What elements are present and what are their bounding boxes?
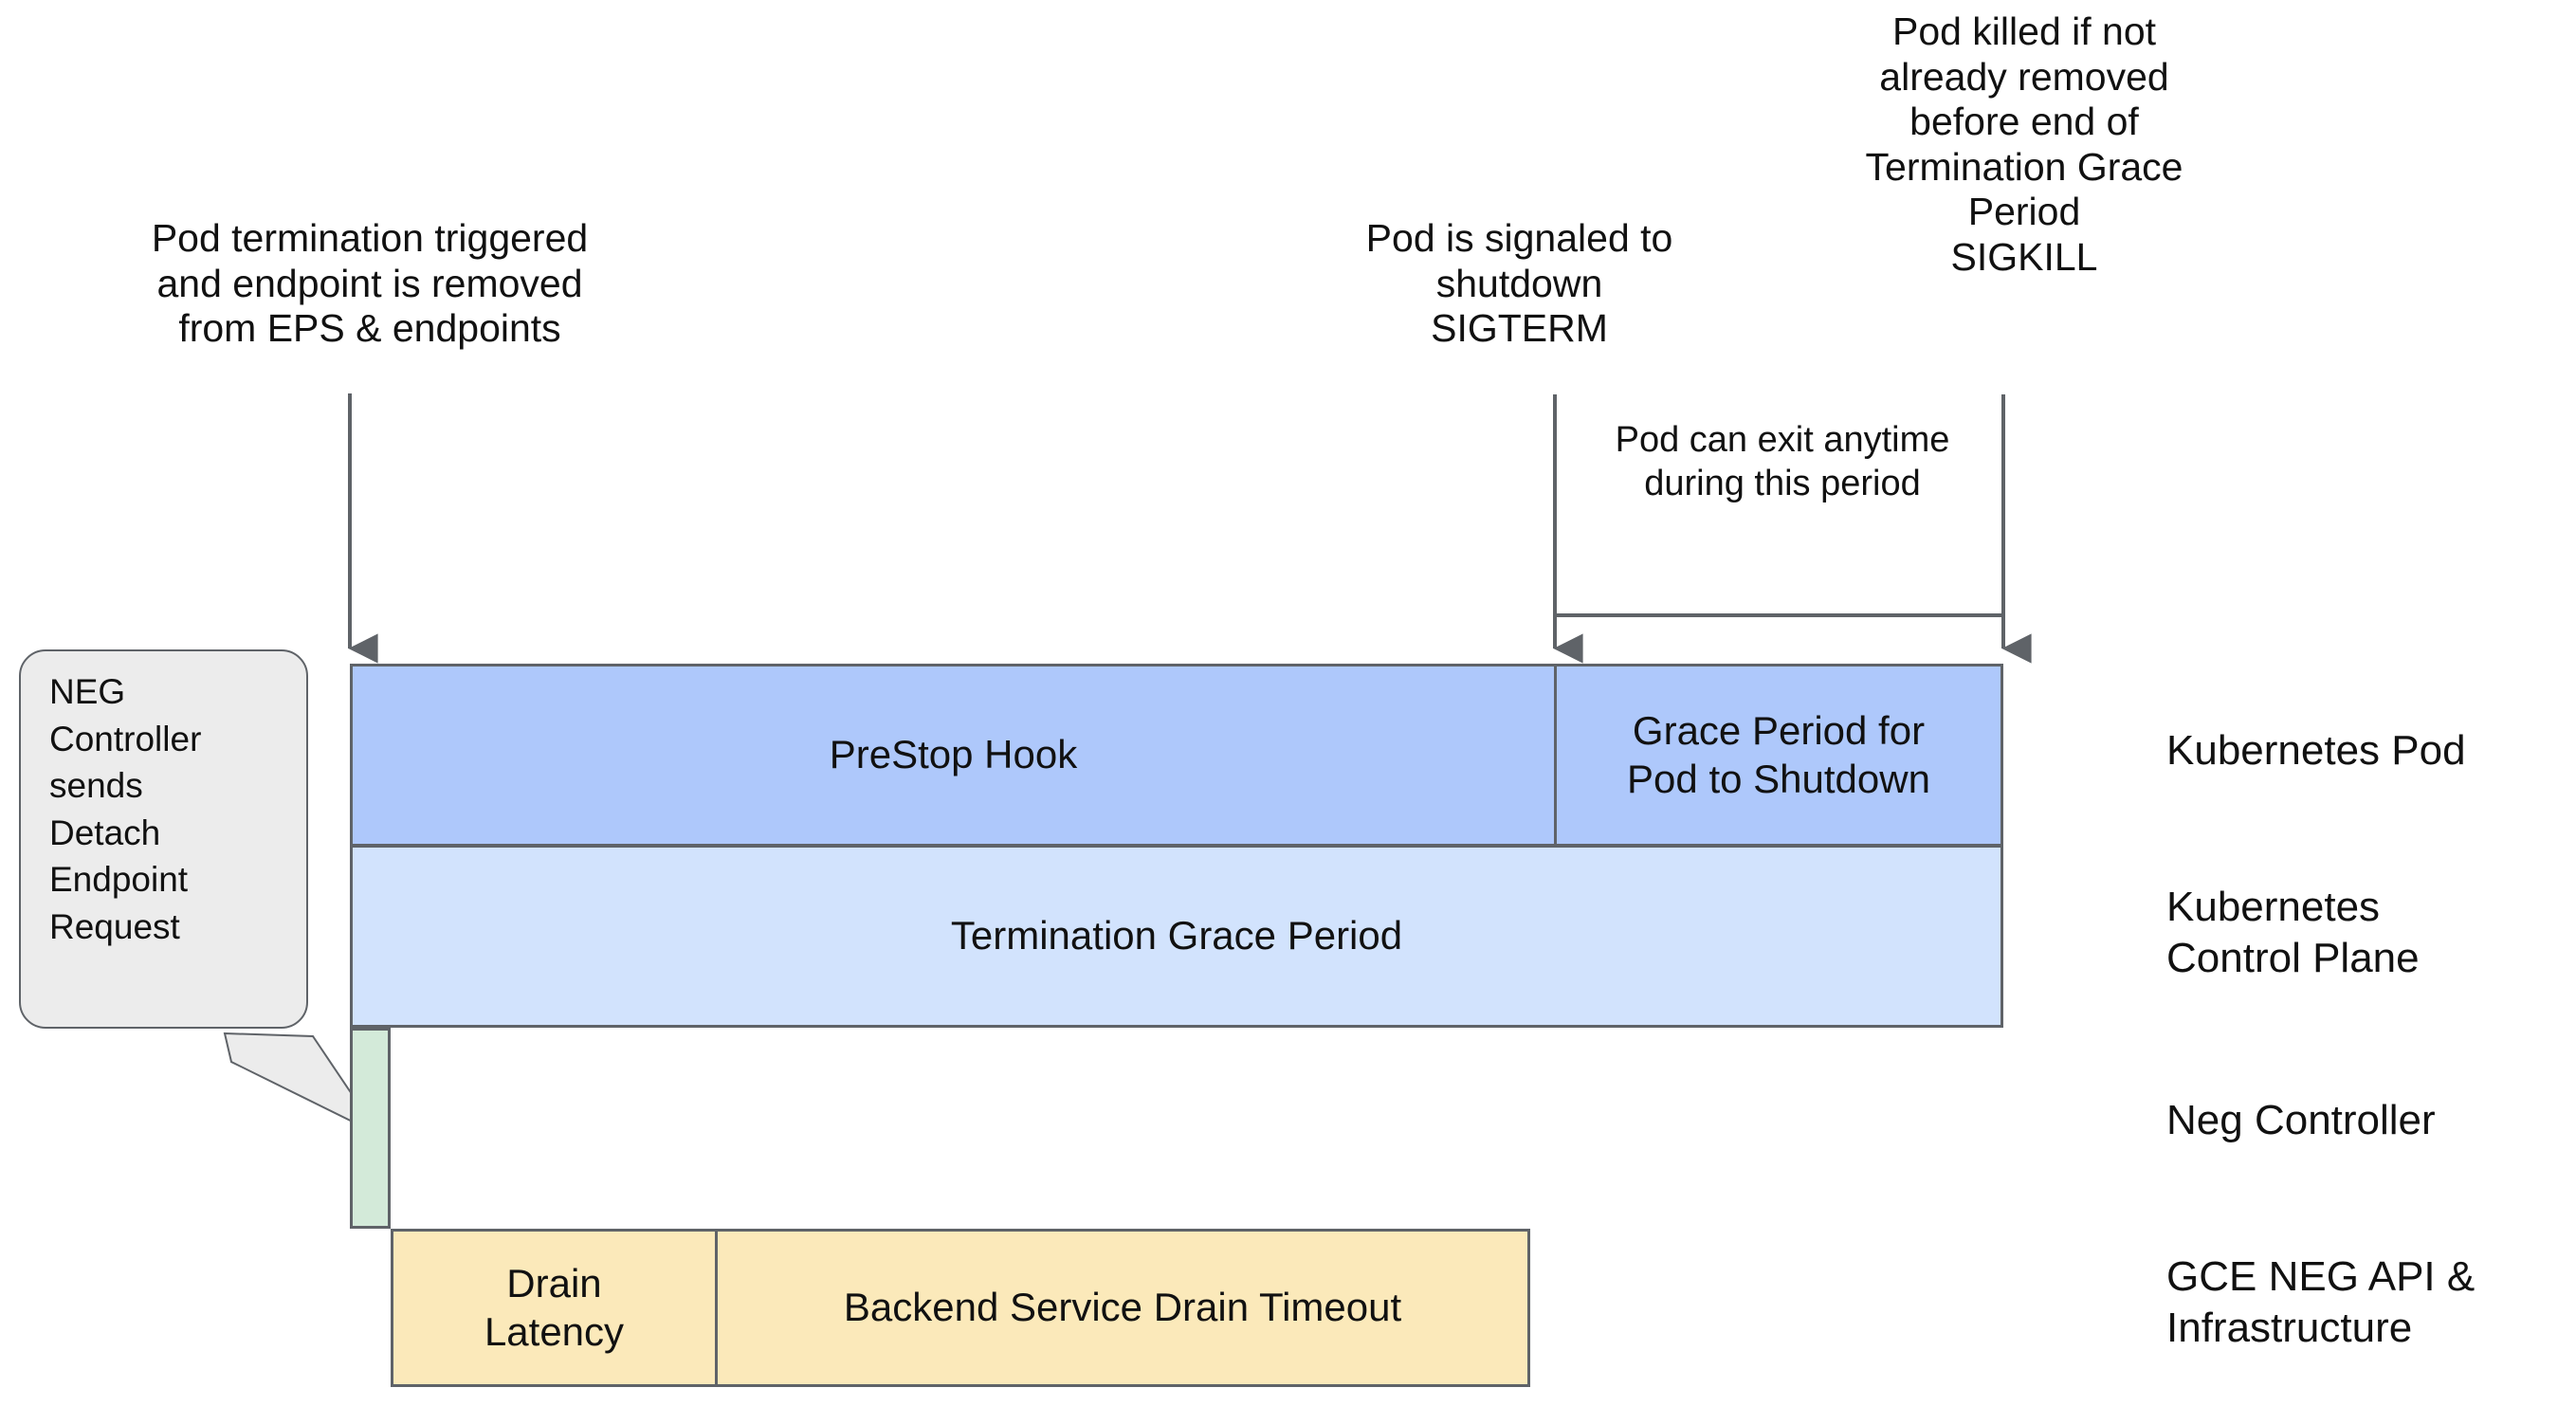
annotation-pod-signaled-shutdown: Pod is signaled to shutdown SIGTERM (1365, 216, 1673, 351)
bar-drain-latency: Drain Latency (391, 1229, 718, 1387)
annotation-pod-killed-sigkill: Pod killed if not already removed before… (1865, 9, 2183, 279)
lane-label-gce-neg-api: GCE NEG API & Infrastructure (2166, 1253, 2476, 1351)
annotation-pod-can-exit-anytime: Pod can exit anytime during this period (1615, 420, 1950, 503)
bar-grace-period: Grace Period for Pod to Shutdown (1554, 664, 2003, 847)
bar-termination-grace-period: Termination Grace Period (350, 845, 2003, 1028)
annotation-pod-termination-triggered: Pod termination triggered and endpoint i… (151, 216, 589, 351)
lane-label-kubernetes-pod: Kubernetes Pod (2166, 727, 2466, 774)
neg-controller-callout: NEG Controller sends Detach Endpoint Req… (19, 649, 308, 1029)
bar-neg-detach (350, 1028, 391, 1229)
bar-prestop-hook: PreStop Hook (350, 664, 1557, 847)
bar-backend-service-drain-timeout: Backend Service Drain Timeout (715, 1229, 1530, 1387)
lane-label-neg-controller: Neg Controller (2166, 1097, 2436, 1143)
lane-label-kubernetes-control-plane: Kubernetes Control Plane (2166, 884, 2420, 981)
